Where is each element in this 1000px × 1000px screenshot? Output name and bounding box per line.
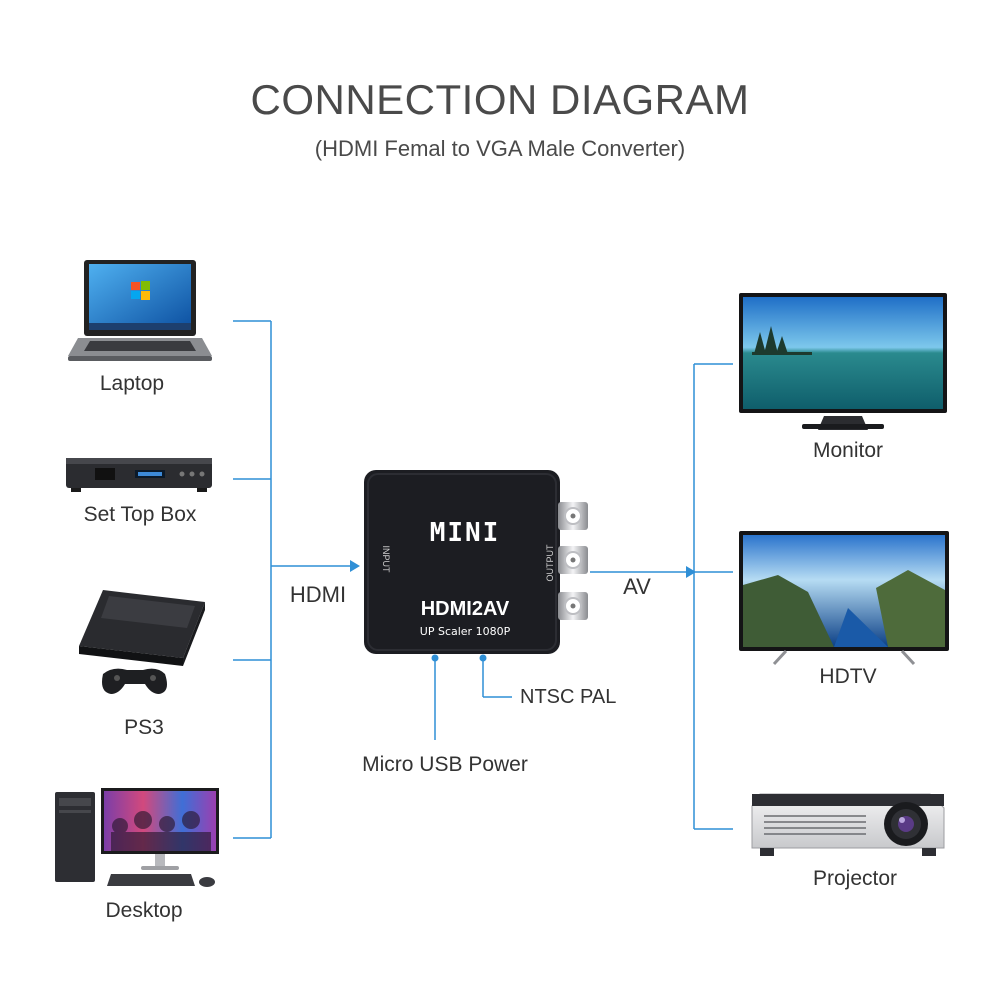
monitor-icon (739, 293, 947, 430)
hdmi-arrow-icon (350, 560, 360, 572)
monitor-label: Monitor (812, 439, 884, 462)
hdmi-label: HDMI (289, 582, 347, 607)
ps3-console-icon (79, 590, 205, 694)
laptop-icon (68, 260, 212, 361)
converter-output-side: OUTPUT (545, 544, 555, 582)
set-top-box-icon (66, 458, 212, 492)
rca-yellow-jack (558, 592, 588, 620)
av-label: AV (623, 574, 651, 599)
av-arrow-icon (686, 566, 696, 578)
converter-brand: MINI (429, 518, 501, 548)
diagram-subtitle: (HDMI Femal to VGA Male Converter) (314, 136, 686, 161)
hdtv-icon (739, 531, 949, 666)
set-top-box-label: Set Top Box (83, 503, 197, 526)
rca-white-jack (558, 546, 588, 574)
desktop-computer-icon (55, 788, 219, 887)
ntsc-pal-label: NTSC PAL (520, 686, 617, 708)
laptop-label: Laptop (99, 372, 165, 395)
micro-usb-power-label: Micro USB Power (362, 753, 528, 776)
ps3-label: PS3 (124, 716, 164, 739)
hdtv-label: HDTV (819, 665, 877, 688)
desktop-label: Desktop (105, 899, 183, 922)
projector-label: Projector (812, 867, 898, 890)
converter-model: HDMI2AV (420, 598, 510, 620)
converter-input-side: INPUT (381, 545, 391, 573)
rca-red-jack (558, 502, 588, 530)
diagram-title: CONNECTION DIAGRAM (250, 76, 750, 123)
converter-spec: UP Scaler 1080P (419, 625, 511, 638)
hdmi2av-converter-icon (364, 470, 588, 654)
projector-icon (751, 793, 945, 856)
